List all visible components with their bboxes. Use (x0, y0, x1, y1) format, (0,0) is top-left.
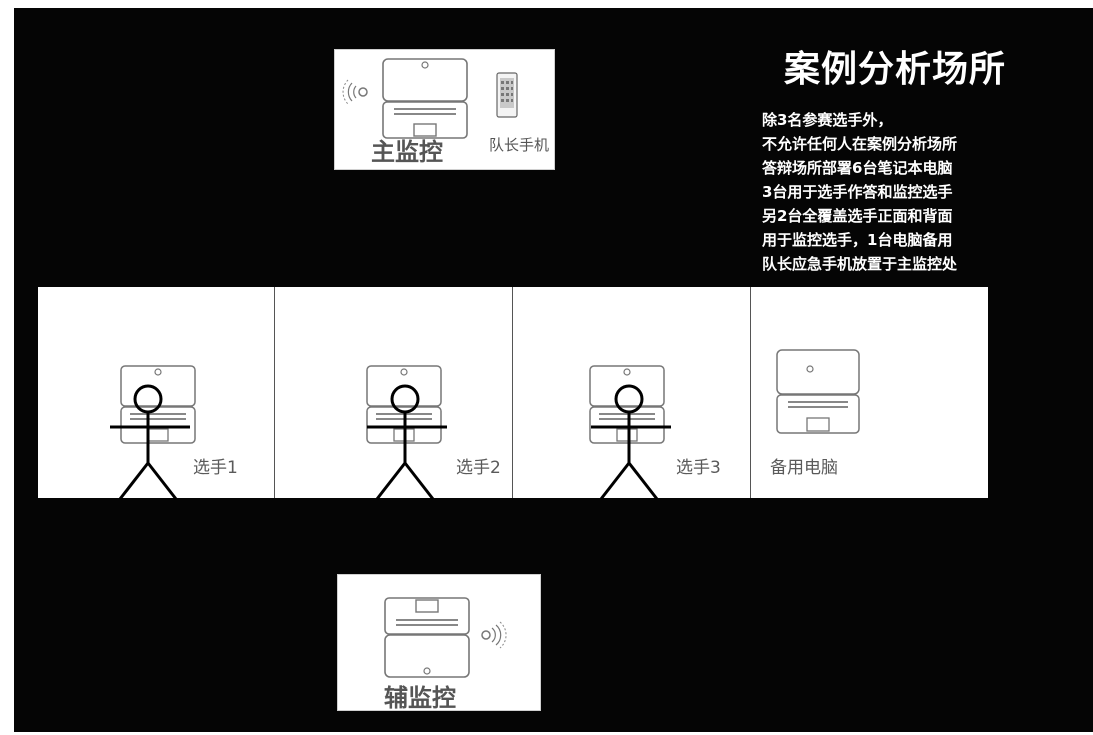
seat-contestant-2: 选手2 (275, 287, 513, 500)
webcam-signal-icon (481, 621, 507, 649)
aux-monitor-label: 辅监控 (384, 684, 456, 712)
main-monitor-panel: 主监控 队长手机 (334, 49, 555, 170)
webcam-signal-icon (342, 79, 368, 105)
seat-label: 备用电脑 (770, 458, 838, 478)
description-line: 除3名参赛选手外， (762, 111, 893, 129)
description-line: 不允许任何人在案例分析场所 (762, 135, 958, 153)
seat-label: 选手1 (193, 458, 238, 478)
seat-label: 选手3 (676, 458, 721, 478)
stick-figure-icon (367, 384, 447, 500)
seat-label: 选手2 (456, 458, 501, 478)
description-line: 用于监控选手，1台电脑备用 (762, 231, 953, 249)
venue-description: 除3名参赛选手外， 不允许任何人在案例分析场所 答辩场所部署6台笔记本电脑 3台… (762, 108, 1092, 276)
laptop-icon (120, 365, 196, 444)
venue-title: 案例分析场所 (784, 49, 1007, 90)
laptop-icon (382, 58, 468, 139)
seat-spare-computer: 备用电脑 (751, 287, 988, 498)
phone-icon (496, 72, 518, 118)
stick-figure-icon (591, 384, 671, 500)
seat-contestant-1: 选手1 (38, 287, 275, 500)
description-line: 另2台全覆盖选手正面和背面 (762, 207, 953, 225)
aux-monitor-panel: 辅监控 (337, 574, 541, 712)
laptop-icon (384, 597, 470, 678)
stick-figure-icon (110, 384, 190, 500)
description-line: 3台用于选手作答和监控选手 (762, 183, 953, 201)
seat-contestant-3: 选手3 (513, 287, 751, 500)
captain-phone-label: 队长手机 (489, 136, 550, 154)
description-line: 队长应急手机放置于主监控处 (762, 255, 958, 273)
contestant-area: 选手1 选手2 (38, 287, 988, 500)
main-monitor-label: 主监控 (371, 138, 443, 166)
laptop-icon (776, 349, 860, 434)
description-line: 答辩场所部署6台笔记本电脑 (762, 159, 953, 177)
